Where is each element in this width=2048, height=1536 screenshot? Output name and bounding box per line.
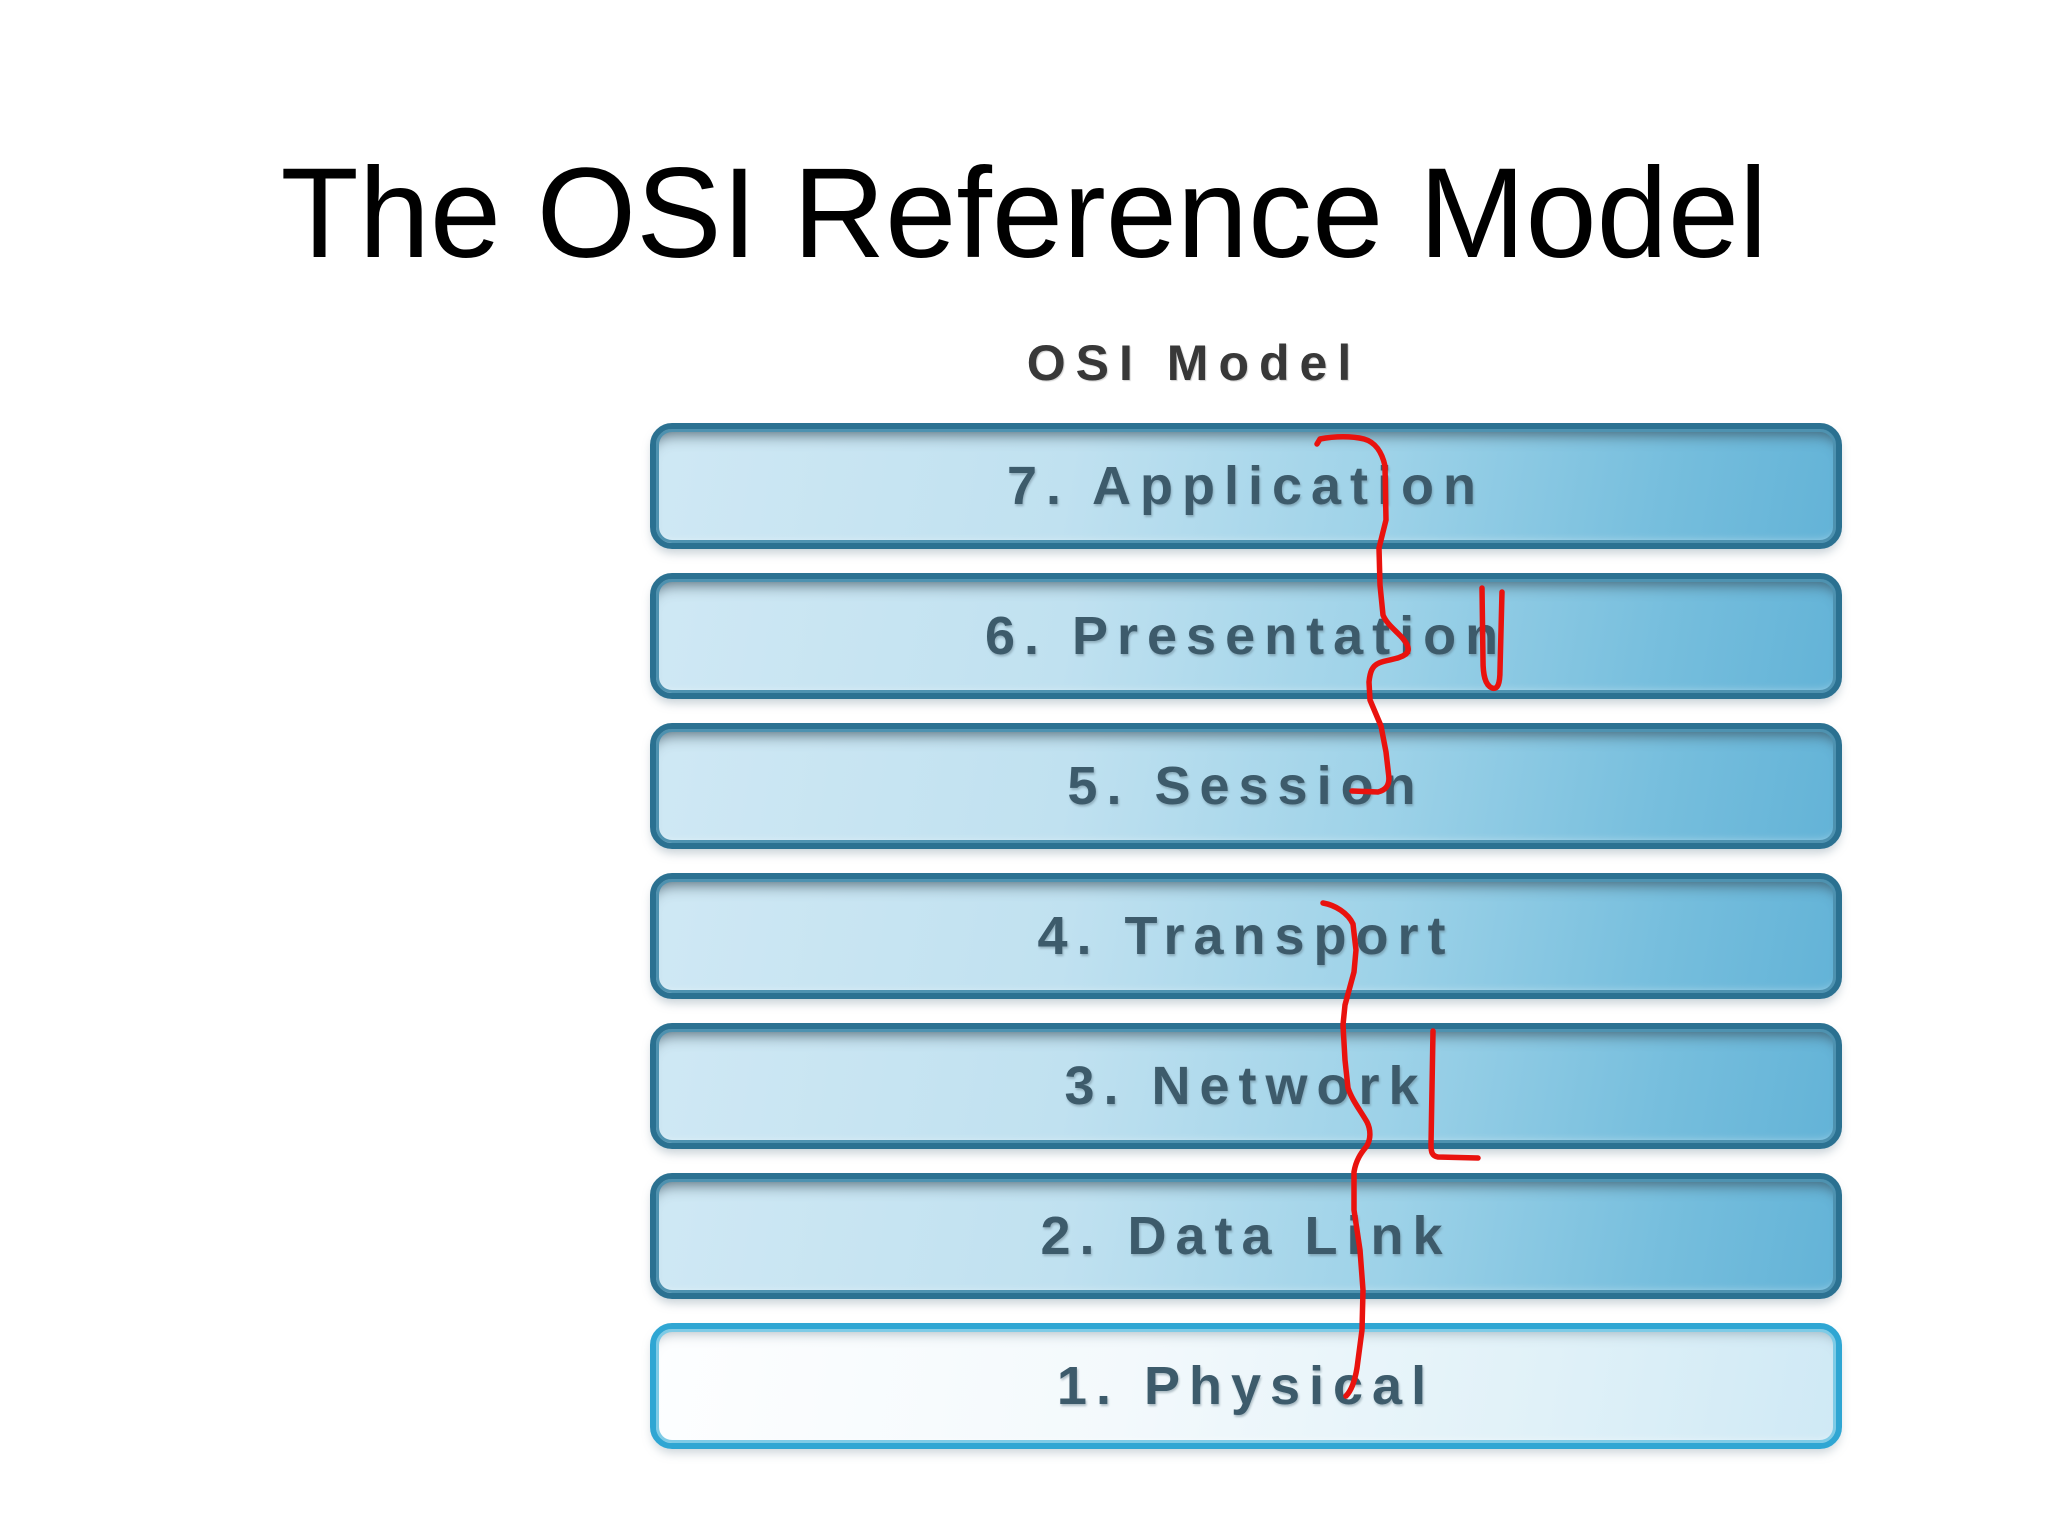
osi-layer-presentation: 6. Presentation [650, 573, 1842, 699]
osi-layer-transport: 4. Transport [650, 873, 1842, 999]
slide-title: The OSI Reference Model [280, 142, 1768, 285]
osi-layer-session: 5. Session [650, 723, 1842, 849]
osi-layer-stack: 7. Application 6. Presentation 5. Sessio… [650, 423, 1842, 1449]
diagram-heading: OSI Model [1026, 335, 1362, 391]
osi-layer-network: 3. Network [650, 1023, 1842, 1149]
osi-layer-application: 7. Application [650, 423, 1842, 549]
osi-layer-physical-label: 1. Physical [1056, 1356, 1436, 1416]
osi-layer-transport-label: 4. Transport [1037, 906, 1455, 966]
osi-layer-physical: 1. Physical [650, 1323, 1842, 1449]
osi-layer-network-label: 3. Network [1064, 1056, 1428, 1116]
osi-layer-presentation-label: 6. Presentation [984, 606, 1508, 666]
osi-model-diagram: OSI Model 7. Application 6. Presentation… [650, 0, 1842, 1536]
osi-layer-datalink-label: 2. Data Link [1040, 1206, 1452, 1266]
osi-layer-session-label: 5. Session [1067, 756, 1425, 816]
osi-layer-datalink: 2. Data Link [650, 1173, 1842, 1299]
osi-layer-application-label: 7. Application [1006, 456, 1486, 516]
